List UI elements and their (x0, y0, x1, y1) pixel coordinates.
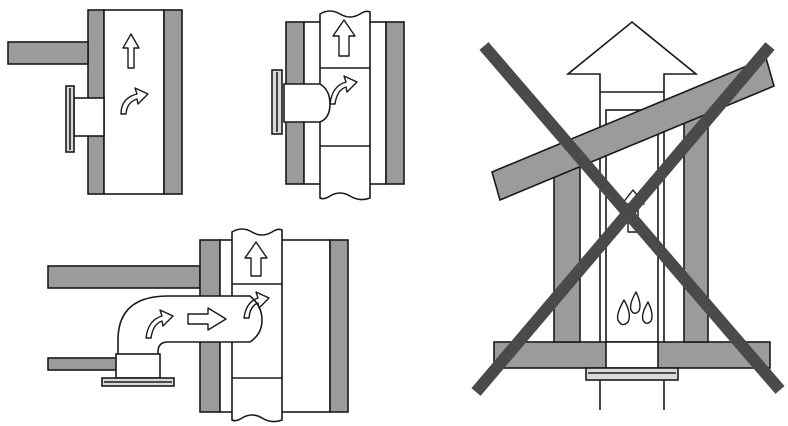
outline-exhaust-arrow (565, 20, 699, 410)
vertical-duct (319, 10, 371, 201)
roof-beam (491, 56, 775, 202)
wall-left (553, 155, 581, 343)
right-arrow-icon (187, 307, 227, 331)
fan-body (605, 341, 659, 369)
water-drops-icon (616, 291, 653, 326)
curved-arrow-icon (120, 87, 149, 115)
panel-correct-side-wall (7, 9, 183, 195)
panel-correct-in-shaft (271, 10, 405, 201)
floor-beam (47, 357, 119, 371)
panel-correct-with-elbow (47, 228, 349, 423)
air-channel (103, 9, 165, 195)
curved-arrow-icon (243, 291, 270, 319)
ceiling-beam (7, 41, 89, 65)
curved-arrow-icon (329, 75, 358, 105)
curved-arrow-icon (145, 309, 174, 339)
fan-grille (585, 367, 679, 381)
up-arrow-icon (122, 33, 140, 69)
up-arrow-icon (332, 19, 356, 57)
fan-body (115, 353, 161, 379)
cross-out-icon (471, 42, 785, 396)
wall-right (385, 21, 405, 185)
panel-incorrect-through-roof (471, 20, 785, 410)
up-arrow-icon (244, 241, 268, 277)
wall-right (163, 9, 183, 195)
elbow-pipe (117, 295, 263, 357)
fan-body (283, 83, 331, 123)
wall-right (329, 239, 349, 413)
ceiling-beam (47, 265, 201, 289)
fan-body (73, 97, 105, 137)
